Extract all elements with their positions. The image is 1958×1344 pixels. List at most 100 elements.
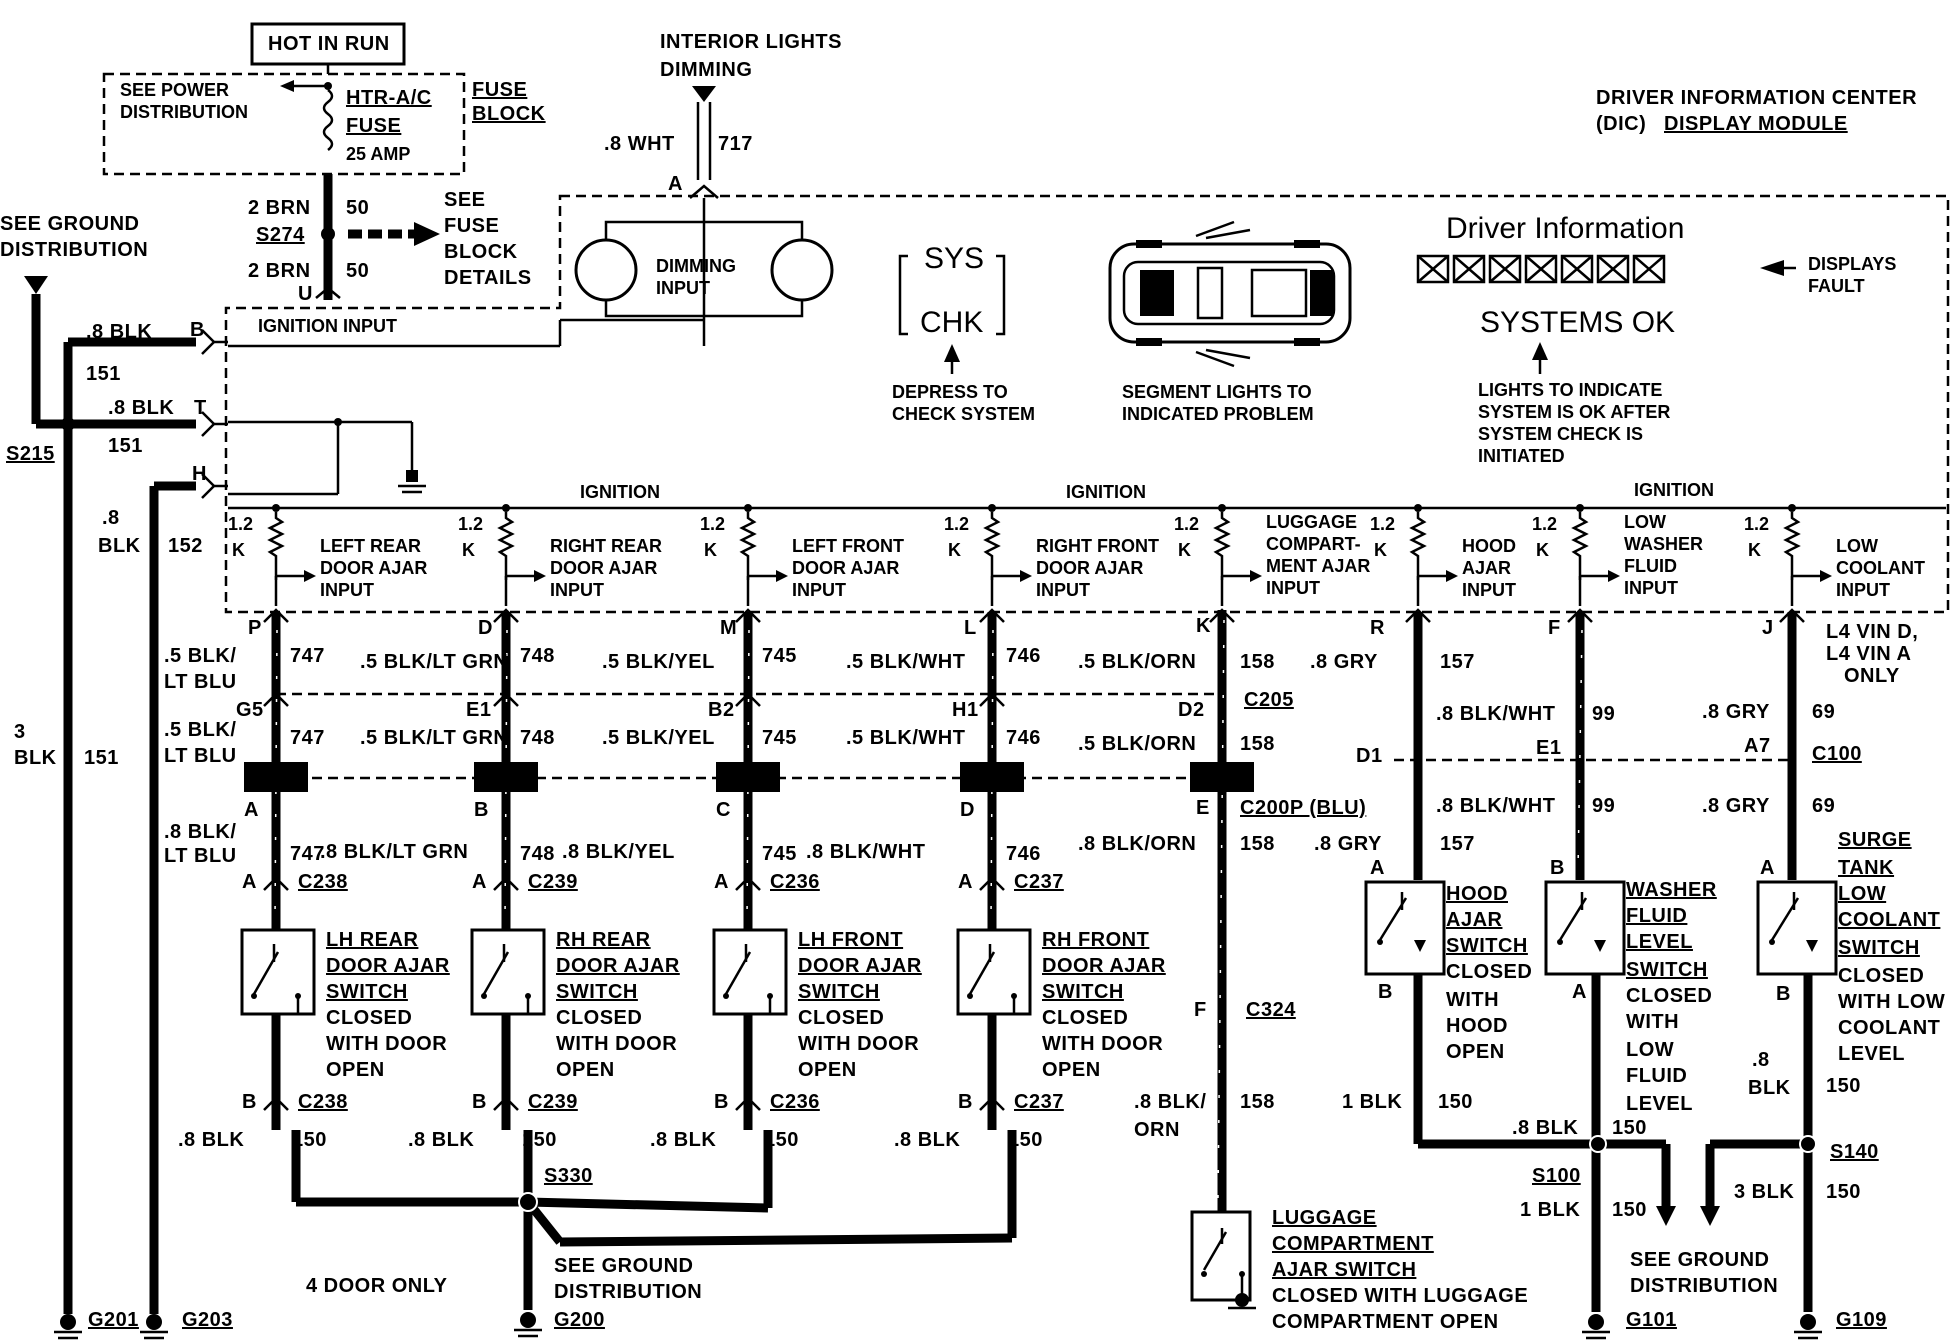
- dimming-label: DIMMING: [656, 256, 736, 276]
- input-label: FLUID: [1624, 556, 1677, 576]
- circuit-number: 151: [84, 747, 119, 769]
- interior-lights-section: INTERIOR LIGHTS DIMMING .8 WHT 717 A DIM…: [574, 31, 841, 320]
- ground-label: G203: [182, 1309, 233, 1331]
- see-ground-label-2: DISTRIBUTION: [1630, 1275, 1778, 1297]
- input-label: INPUT: [1036, 580, 1090, 600]
- luggage-section: K .5 BLK/ORN 158 D2 C205 .5 BLK/ORN 158 …: [1078, 610, 1528, 1333]
- circuit-number: 69: [1812, 795, 1835, 817]
- resistor-value: 1.2: [458, 514, 483, 534]
- circuit-number: 50: [346, 260, 369, 282]
- circuit-number: 747: [290, 727, 325, 749]
- wire-label: LT BLU: [164, 671, 237, 693]
- switch-state: WITH DOOR: [556, 1033, 677, 1055]
- dic-title-2: (DIC): [1596, 113, 1646, 135]
- input-label: INPUT: [550, 580, 604, 600]
- pin-label: H1: [952, 699, 979, 721]
- circuit-number: 157: [1440, 833, 1475, 855]
- wire-label: .8 GRY: [1702, 701, 1770, 723]
- wire-label: .5 BLK/WHT: [846, 651, 965, 673]
- wire-label: .8 BLK/WHT: [806, 841, 925, 863]
- sys-chk-button-2[interactable]: CHK: [920, 306, 983, 339]
- circuit-number: 158: [1240, 1091, 1275, 1113]
- switch-label: FLUID: [1626, 905, 1687, 927]
- splice-dot: [1799, 1135, 1817, 1153]
- resistor-value: K: [948, 540, 961, 560]
- systems-ok-display: SYSTEMS OK: [1480, 306, 1675, 339]
- switch-state: CLOSED: [798, 1007, 884, 1029]
- switch-state: CLOSED WITH LUGGAGE: [1272, 1285, 1528, 1307]
- dimming-label-2: INPUT: [656, 278, 710, 298]
- input-label: INPUT: [1266, 578, 1320, 598]
- switch-state: OPEN: [326, 1059, 385, 1081]
- washer-switch-icon: [1544, 880, 1626, 976]
- circuit-number: 746: [1006, 727, 1041, 749]
- sys-chk-button[interactable]: SYS: [924, 242, 984, 275]
- resistor-value: 1.2: [1532, 514, 1557, 534]
- ignition-label: IGNITION: [1634, 480, 1714, 500]
- ignition-label: IGNITION: [580, 482, 660, 502]
- pin-label: D: [478, 617, 493, 639]
- interior-title-2: DIMMING: [660, 59, 752, 81]
- input-label: LEFT FRONT: [792, 536, 904, 556]
- input-label: INPUT: [320, 580, 374, 600]
- input-label: INPUT: [1836, 580, 1890, 600]
- ground-symbol-icon: [398, 470, 426, 494]
- resistor-icon: [267, 512, 285, 580]
- car-icon: [1108, 220, 1352, 368]
- segment-label: SEGMENT LIGHTS TO: [1122, 382, 1312, 402]
- connector-label: C236: [770, 1091, 820, 1113]
- washer-section: F .8 BLK/WHT 99 E1 .8 BLK/WHT 99 B A WAS…: [1436, 612, 1717, 1312]
- pin-label: D: [960, 799, 975, 821]
- pin-label: E1: [1536, 737, 1561, 759]
- right-ground-section: .8 BLK 150 S100 1 BLK 150 S140 3 BLK 150…: [1512, 1117, 1886, 1340]
- wire-label: .8 BLK: [650, 1129, 716, 1151]
- switch-state: HOOD: [1446, 1015, 1508, 1037]
- c200-connector: [1190, 762, 1254, 792]
- resistor-value: K: [1748, 540, 1761, 560]
- fuse-amp: 25 AMP: [346, 144, 410, 164]
- input-label: DOOR AJAR: [1036, 558, 1143, 578]
- switch-label: DOOR AJAR: [798, 955, 922, 977]
- see-fuse-label: DETAILS: [444, 267, 532, 289]
- switch-state: OPEN: [1446, 1041, 1505, 1063]
- circuit-number: 50: [346, 197, 369, 219]
- input-label: DOOR AJAR: [320, 558, 427, 578]
- input-label: DOOR AJAR: [792, 558, 899, 578]
- pin-label: B: [1776, 983, 1791, 1005]
- input-label: INPUT: [1624, 578, 1678, 598]
- four-door-label: 4 DOOR ONLY: [306, 1275, 448, 1297]
- wire-label: .8 BLK/YEL: [562, 841, 675, 863]
- vin-note: ONLY: [1844, 665, 1900, 687]
- resistor-value: K: [1536, 540, 1549, 560]
- switch-label: WASHER: [1626, 879, 1717, 901]
- wire-label: .8 GRY: [1310, 651, 1378, 673]
- lights-label: LIGHTS TO INDICATE: [1478, 380, 1662, 400]
- door-switch-icon: [240, 928, 316, 1016]
- switch-label: LUGGAGE: [1272, 1207, 1377, 1229]
- circuit-number: 99: [1592, 703, 1615, 725]
- input-label: INPUT: [1462, 580, 1516, 600]
- switch-state: COMPARTMENT OPEN: [1272, 1311, 1499, 1333]
- dic-title-3: DISPLAY MODULE: [1664, 113, 1848, 135]
- input-label: LEFT REAR: [320, 536, 421, 556]
- switch-label: LOW: [1838, 883, 1886, 905]
- pin-label: K: [1196, 615, 1211, 637]
- resistor-icon: [497, 512, 515, 580]
- circuit-number: 152: [168, 535, 203, 557]
- segment-label-2: INDICATED PROBLEM: [1122, 404, 1314, 424]
- wire-label: ORN: [1134, 1119, 1180, 1141]
- pin-label: B: [1550, 857, 1565, 879]
- lights-label: INITIATED: [1478, 446, 1565, 466]
- wire-label: .8 GRY: [1702, 795, 1770, 817]
- center-ground-section: S330 SEE GROUND DISTRIBUTION 4 DOOR ONLY…: [291, 1130, 1017, 1338]
- wire-label: .8: [102, 507, 120, 529]
- ground-label: G101: [1626, 1309, 1677, 1331]
- switch-label: SWITCH: [1838, 937, 1920, 959]
- arrow-right-icon: [534, 570, 546, 582]
- ground-label: G201: [88, 1309, 139, 1331]
- wire-label: BLK: [1748, 1077, 1791, 1099]
- ground-symbol-icon: [1582, 1314, 1610, 1340]
